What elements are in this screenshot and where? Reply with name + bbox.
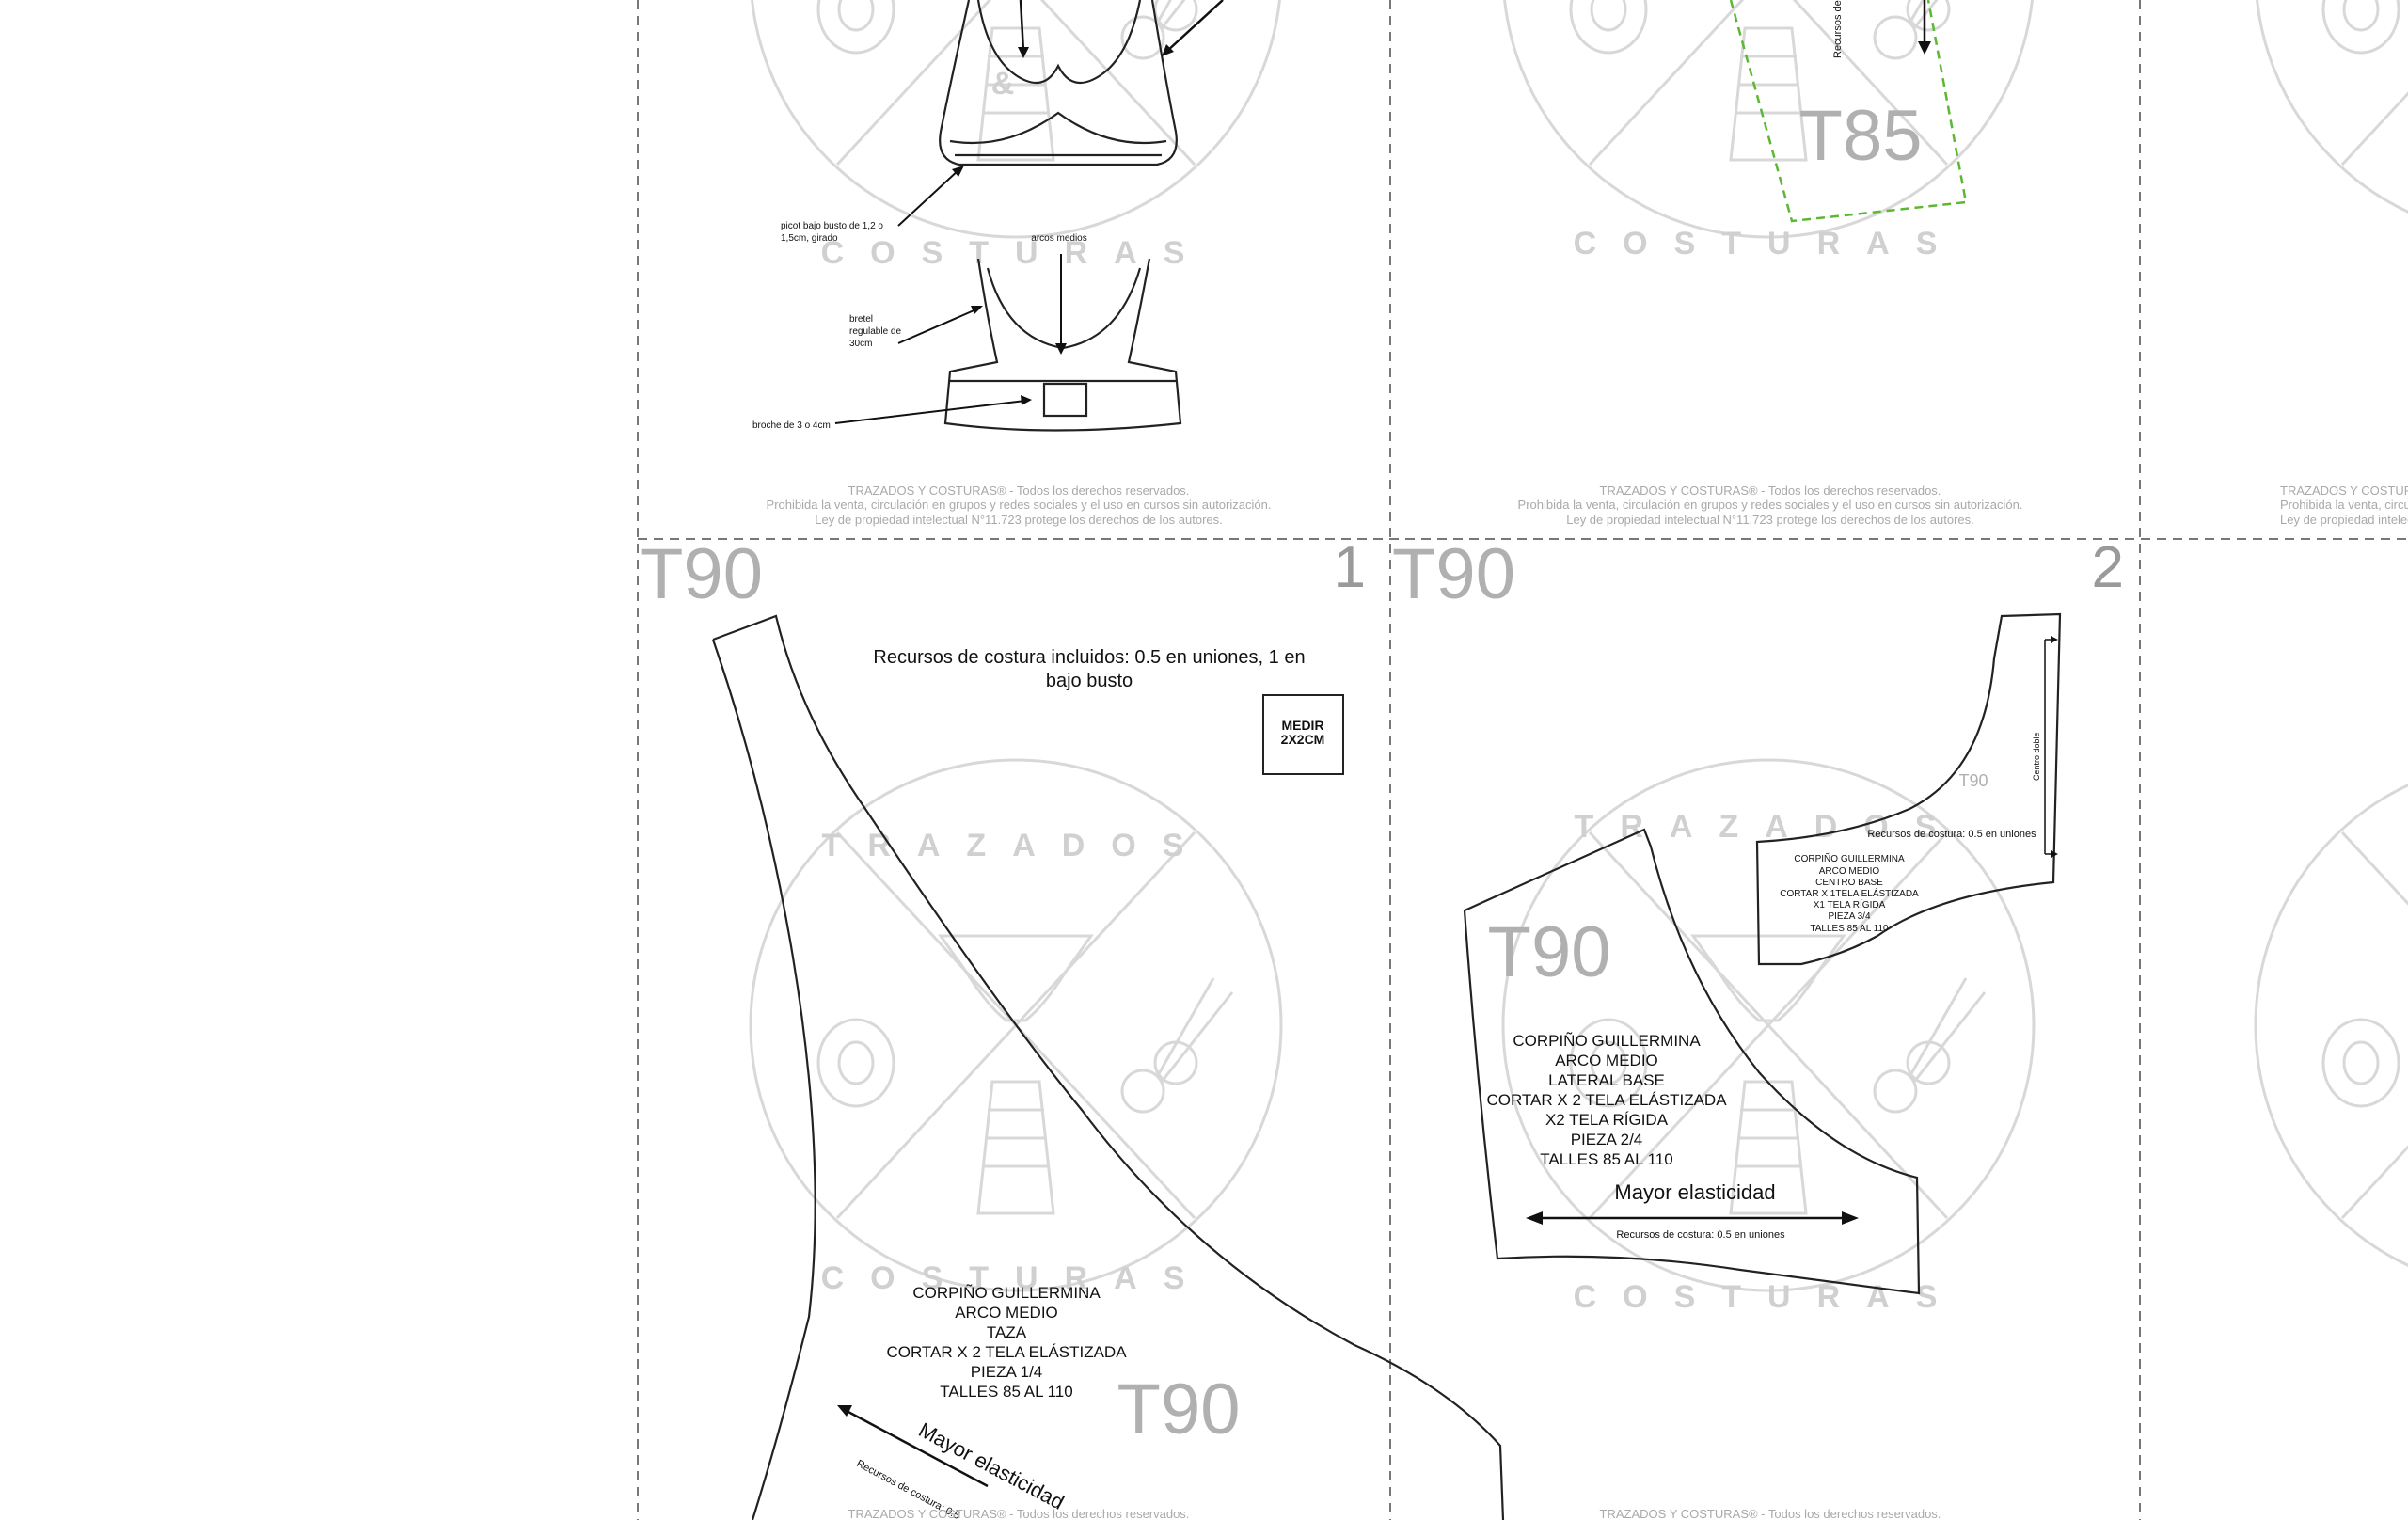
svg-text:ARCO MEDIO: ARCO MEDIO [1819, 866, 1880, 877]
svg-text:TALLES 85 AL 110: TALLES 85 AL 110 [1540, 1150, 1672, 1168]
watermark-top-word-page2: TRAZADOS [1575, 809, 1963, 845]
svg-text:TRAZADOS Y COSTURAS® - Todos l: TRAZADOS Y COSTURAS® - Todos los derecho… [848, 483, 1190, 498]
center-size-label: T90 [1958, 771, 1988, 790]
footer-page2: TRAZADOS Y COSTURAS® - Todos los derecho… [1600, 1507, 1941, 1520]
svg-text:CORPIÑO GUILLERMINA: CORPIÑO GUILLERMINA [1794, 852, 1905, 864]
svg-text:CORTAR X 2 TELA ELÁSTIZADA: CORTAR X 2 TELA ELÁSTIZADA [1486, 1091, 1727, 1109]
cup-pattern-piece [711, 614, 1505, 1520]
callout-picot: picot bajo busto de 1,2 o 1,5cm, girado [781, 166, 964, 244]
footer-top-middle: TRAZADOS Y COSTURAS® - Todos los derecho… [1518, 483, 2023, 527]
measure-box: MEDIR 2X2CM [1262, 694, 1344, 775]
t85-vertical-note: Recursos de costura: 0 [1832, 0, 1844, 58]
svg-text:bretel: bretel [849, 314, 873, 325]
watermark-bottom-word-page2: COSTURAS [1574, 1279, 1964, 1315]
page1-size-label: T90 [640, 534, 763, 614]
watermark-logo-top-middle [1501, 0, 2036, 239]
center-fold-arrow: Centro doble [2032, 636, 2058, 858]
watermark-logo-right [2254, 758, 2408, 1292]
footer-top-right: TRAZADOS Y COSTURAS® - Todos los derecho… [2280, 483, 2408, 527]
svg-text:2X2CM: 2X2CM [1281, 732, 1325, 747]
lateral-size-label: T90 [1488, 912, 1611, 992]
svg-text:MEDIR: MEDIR [1281, 718, 1323, 733]
svg-text:Ley de propiedad intelectual N: Ley de propiedad intelectual N°11.723 pr… [815, 513, 1223, 527]
footer-page1: TRAZADOS Y COSTURAS® - Todos los derecho… [848, 1507, 1190, 1520]
watermark-amp: & [991, 66, 1041, 102]
svg-text:LATERAL BASE: LATERAL BASE [1548, 1071, 1665, 1089]
cup-piece-info: CORPIÑO GUILLERMINA ARCO MEDIO TAZA CORT… [886, 1284, 1127, 1401]
svg-text:CORTAR X 2 TELA ELÁSTIZADA: CORTAR X 2 TELA ELÁSTIZADA [886, 1343, 1127, 1361]
t85-pattern-piece: T85 Recursos de costura: 0 [1729, 0, 1968, 223]
watermark-bottom-word-top-left: COSTURAS [821, 235, 1212, 271]
svg-text:regulable de: regulable de [849, 326, 901, 337]
center-seam-note: Recursos de costura: 0.5 en uniones [1867, 829, 2036, 840]
center-pattern-piece [1755, 612, 2062, 966]
watermark-bottom-word-page1: COSTURAS [821, 1260, 1212, 1296]
watermark-logo-top-left: & [749, 0, 1283, 239]
svg-text:PIEZA 2/4: PIEZA 2/4 [1571, 1131, 1643, 1148]
watermark-top-word-page1: TRAZADOS [822, 828, 1211, 863]
center-fold-label: Centro doble [2032, 732, 2041, 781]
svg-text:Prohibida la venta, circulació: Prohibida la venta, circulación [2280, 498, 2408, 512]
watermark-logo-top-right [2254, 0, 2408, 239]
svg-text:CORPIÑO GUILLERMINA: CORPIÑO GUILLERMINA [1513, 1032, 1701, 1050]
cup-stretch-arrow: Mayor elasticidad Recursos de costura: 0… [837, 1405, 1069, 1520]
page1-number: 1 [1334, 535, 1366, 600]
callout-broche: broche de 3 o 4cm [752, 395, 1032, 431]
svg-text:Ley de propiedad intelectual N: Ley de propiedad intelectual N° [2280, 513, 2408, 527]
lateral-stretch-label: Mayor elasticidad [1614, 1180, 1775, 1204]
bra-back-illustration [943, 258, 1182, 432]
svg-text:TRAZADOS Y COSTURAS® - Todos l: TRAZADOS Y COSTURAS® - Todos los derecho… [2280, 483, 2408, 498]
svg-text:CORTAR X 1TELA ELÁSTIZADA: CORTAR X 1TELA ELÁSTIZADA [1780, 887, 1919, 899]
footer-top-left: TRAZADOS Y COSTURAS® - Todos los derecho… [767, 483, 1272, 527]
svg-text:CENTRO BASE: CENTRO BASE [1815, 878, 1883, 888]
svg-text:Prohibida la venta, circulació: Prohibida la venta, circulación en grupo… [767, 498, 1272, 512]
callout-picot-line1: picot bajo busto de 1,2 o [781, 221, 883, 231]
center-piece-info: CORPIÑO GUILLERMINA ARCO MEDIO CENTRO BA… [1780, 852, 1919, 934]
callout-arcos: arcos medios [1031, 233, 1086, 244]
svg-text:ARCO MEDIO: ARCO MEDIO [955, 1304, 1058, 1322]
t85-size-label: T85 [1799, 96, 1923, 176]
svg-text:broche de 3 o 4cm: broche de 3 o 4cm [752, 420, 831, 431]
svg-text:PIEZA 3/4: PIEZA 3/4 [1828, 911, 1870, 922]
page1-seam-note-line1: Recursos de costura incluidos: 0.5 en un… [873, 647, 1305, 668]
page1-seam-note-line2: bajo busto [1046, 671, 1133, 691]
callout-bretel: bretel regulable de 30cm [849, 306, 983, 349]
svg-text:Prohibida la venta, circulació: Prohibida la venta, circulación en grupo… [1518, 498, 2023, 512]
page2-number: 2 [2092, 535, 2124, 600]
callout-picot-line2: 1,5cm, girado [781, 233, 838, 244]
lateral-piece-info: CORPIÑO GUILLERMINA ARCO MEDIO LATERAL B… [1486, 1032, 1727, 1168]
svg-text:TAZA: TAZA [987, 1323, 1027, 1341]
lateral-pattern-piece [1463, 828, 1921, 1295]
svg-text:ARCO MEDIO: ARCO MEDIO [1555, 1052, 1658, 1069]
watermark-bottom-word-top-middle: COSTURAS [1574, 226, 1964, 261]
bra-front-illustration [939, 0, 1224, 166]
svg-text:X1 TELA RÍGIDA: X1 TELA RÍGIDA [1814, 898, 1886, 910]
svg-text:30cm: 30cm [849, 339, 872, 349]
lateral-stretch-arrow [1526, 1211, 1859, 1225]
svg-text:Ley de propiedad intelectual N: Ley de propiedad intelectual N°11.723 pr… [1566, 513, 1974, 527]
svg-text:TALLES 85 AL 110: TALLES 85 AL 110 [940, 1383, 1072, 1401]
cup-size-label: T90 [1117, 1370, 1241, 1449]
svg-text:TRAZADOS Y COSTURAS® - Todos l: TRAZADOS Y COSTURAS® - Todos los derecho… [1600, 483, 1941, 498]
svg-text:X2 TELA RÍGIDA: X2 TELA RÍGIDA [1545, 1111, 1669, 1129]
svg-text:CORPIÑO GUILLERMINA: CORPIÑO GUILLERMINA [912, 1284, 1101, 1302]
lateral-seam-note: Recursos de costura: 0.5 en uniones [1616, 1229, 1785, 1241]
svg-text:PIEZA 1/4: PIEZA 1/4 [971, 1363, 1043, 1381]
page2-size-label: T90 [1392, 534, 1515, 614]
svg-text:TALLES 85 AL 110: TALLES 85 AL 110 [1810, 924, 1889, 934]
